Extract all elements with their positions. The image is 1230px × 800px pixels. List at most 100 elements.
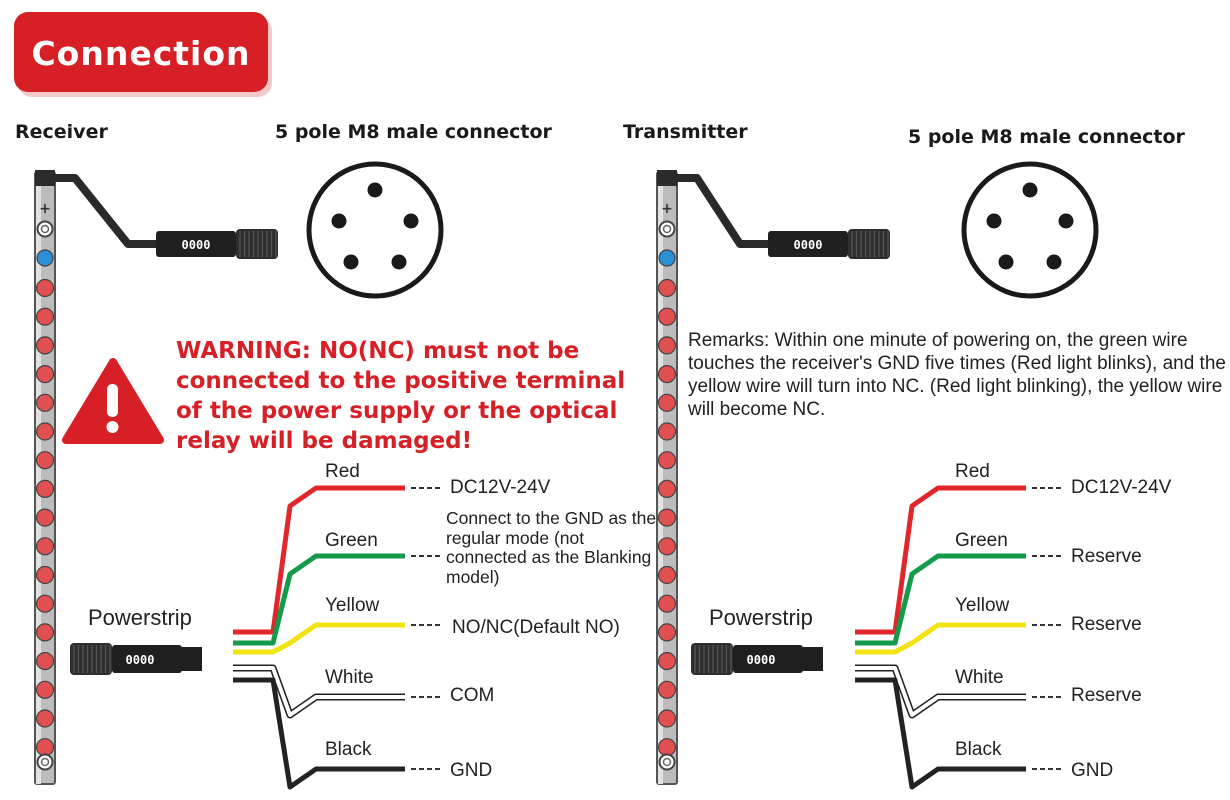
warning-exclamation-bar (107, 384, 118, 417)
transmitter-red-indicator (657, 393, 677, 412)
transmitter-wire-harness: 0000 (691, 485, 1062, 790)
transmitter-connector-pin (1046, 254, 1062, 270)
receiver-wire-white-function: COM (450, 685, 495, 706)
receiver-powerstrip-label: Powerstrip (88, 605, 192, 630)
receiver-red-indicator (35, 336, 55, 355)
receiver-wire-black-label: Black (325, 739, 372, 760)
receiver-red-indicator (35, 479, 55, 498)
receiver-connector-ring (306, 161, 444, 299)
receiver-wire-red-label: Red (325, 461, 360, 482)
receiver-connector-pin (331, 213, 347, 229)
receiver-mount-hole-bottom (36, 753, 54, 771)
transmitter-wire-green-function: Reserve (1071, 546, 1142, 567)
receiver-connector-title: 5 pole M8 male connector (275, 121, 552, 143)
transmitter-red-indicator (657, 709, 677, 728)
receiver-wire-yellow-label: Yellow (325, 595, 380, 616)
receiver-connector-pin (367, 182, 383, 198)
transmitter-connector-face (961, 161, 1099, 299)
transmitter-mount-hole-top-inner (662, 224, 672, 234)
receiver-wire-white-outline (233, 664, 405, 719)
receiver-wire-white-label: White (325, 667, 374, 688)
receiver-wire-green-label: Green (325, 530, 378, 551)
warning-text: WARNING: NO(NC) must not be connected to… (176, 338, 626, 454)
receiver-wire-white (233, 666, 405, 717)
transmitter-red-indicator (657, 537, 677, 556)
transmitter-wire-yellow-label: Yellow (955, 595, 1010, 616)
receiver-red-indicator (35, 307, 55, 326)
transmitter-strip-highlight (658, 172, 663, 784)
transmitter-mount-hole-bottom-inner (662, 757, 672, 767)
receiver-red-indicator (35, 565, 55, 585)
transmitter-red-indicator (657, 278, 677, 298)
receiver-red-indicator (35, 422, 55, 441)
transmitter-wire-black-label: Black (955, 739, 1002, 760)
transmitter-connector-pin (998, 254, 1014, 270)
receiver-blue-indicator (36, 249, 54, 267)
receiver-red-indicator (35, 680, 55, 699)
receiver-wire-green (233, 553, 405, 646)
receiver-red-indicator (35, 709, 55, 728)
receiver-top-cable: 0000 (45, 174, 278, 259)
section-badge: Connection (14, 12, 268, 92)
transmitter-wire-yellow (855, 622, 1026, 655)
transmitter-red-indicator (657, 508, 677, 527)
transmitter-cable (667, 174, 768, 248)
receiver-wire-yellow-function: NO/NC(Default NO) (452, 617, 620, 638)
receiver-wire-black-function: GND (450, 760, 493, 781)
transmitter-red-indicator (657, 594, 677, 613)
receiver-red-indicator (35, 393, 55, 412)
receiver-strip-highlight (36, 172, 41, 784)
receiver-plus-symbol: + (39, 201, 51, 217)
transmitter-connector-ring (961, 161, 1099, 299)
transmitter-connector-pin (1022, 182, 1038, 198)
receiver-title: Receiver (15, 121, 108, 143)
receiver-red-indicator (35, 537, 55, 556)
receiver-red-indicator (35, 594, 55, 613)
transmitter-wire-red-label: Red (955, 461, 990, 482)
transmitter-red-indicator (657, 336, 677, 355)
receiver-red-indicator (35, 623, 55, 642)
transmitter-red-indicator (657, 680, 677, 699)
transmitter-blue-indicator (658, 249, 676, 267)
transmitter-red-indicator (657, 451, 677, 470)
receiver-power-plug-label: 0000 (126, 653, 155, 667)
transmitter-red-indicator (657, 479, 677, 498)
receiver-red-indicator (35, 738, 55, 757)
transmitter-red-indicator (657, 422, 677, 441)
transmitter-wire-red-function: DC12V-24V (1071, 477, 1172, 498)
receiver-red-indicator (35, 451, 55, 470)
transmitter-wire-white-function: Reserve (1071, 685, 1142, 706)
warning-icon (62, 358, 164, 444)
transmitter-wire-green (855, 553, 1026, 646)
transmitter-wire-white (855, 666, 1026, 717)
transmitter-connector-pin (986, 213, 1002, 229)
transmitter-red-indicator (657, 307, 677, 326)
remarks-text: Remarks: Within one minute of powering o… (688, 330, 1226, 420)
transmitter-power-cable-sheath (803, 647, 823, 671)
receiver-wire-red-function: DC12V-24V (450, 477, 551, 498)
receiver-connector-pin (403, 213, 419, 229)
transmitter-power-plug-body (733, 645, 803, 673)
receiver-wire-harness: 0000 (70, 485, 441, 790)
receiver-wire-black (233, 677, 405, 790)
warning-exclamation-dot (106, 421, 119, 433)
receiver-mount-hole-top-inner (40, 224, 50, 234)
transmitter-red-indicator (657, 651, 677, 671)
receiver-connector-pin (343, 254, 359, 270)
receiver-red-indicator (35, 278, 55, 298)
transmitter-mount-hole-bottom (658, 753, 676, 771)
receiver-wire-green-function: Connect to the GND as the regular mode (… (446, 508, 657, 587)
transmitter-plug-label: 0000 (794, 238, 823, 252)
transmitter-red-indicator (657, 365, 677, 384)
transmitter-powerstrip-label: Powerstrip (709, 605, 813, 630)
transmitter-wire-black-function: GND (1071, 760, 1114, 781)
transmitter-mount-hole-top (658, 220, 676, 238)
transmitter-red-indicator (657, 623, 677, 642)
receiver-plug-body (156, 231, 236, 257)
transmitter-red-indicator (657, 738, 677, 757)
receiver-wire-yellow (233, 622, 405, 655)
transmitter-title: Transmitter (623, 121, 748, 143)
receiver-red-indicator (35, 365, 55, 384)
transmitter-light-strip: + (656, 170, 678, 785)
